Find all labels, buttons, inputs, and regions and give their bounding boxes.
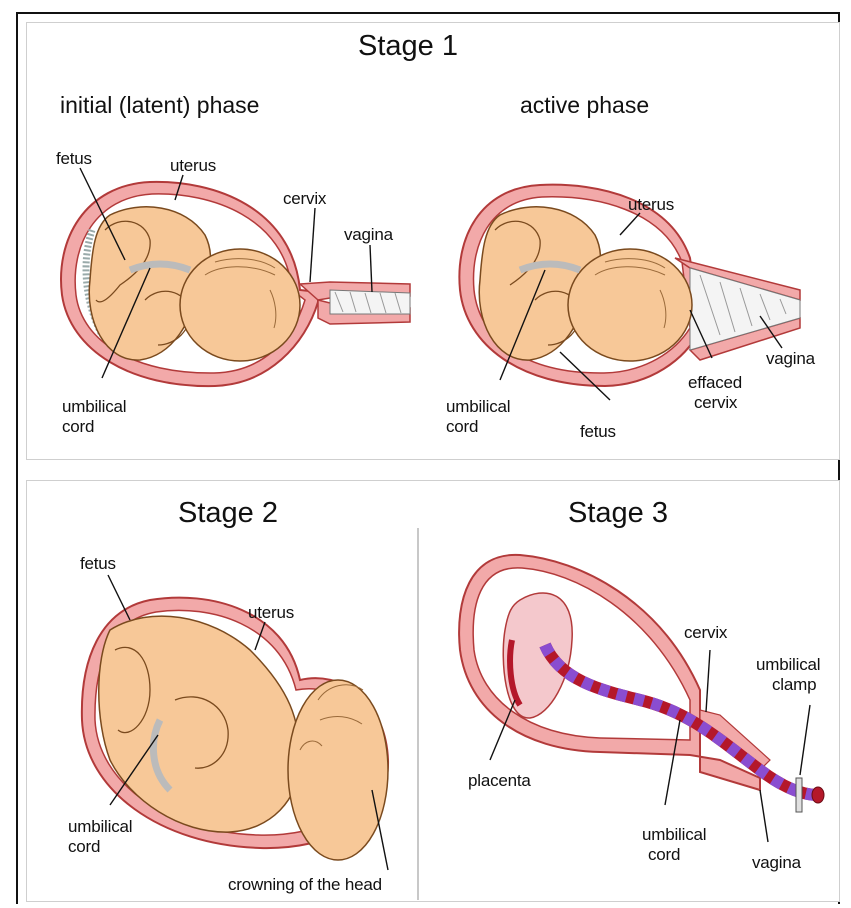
stage3-vagina-label: vagina — [752, 854, 801, 872]
latent-vagina-label: vagina — [344, 226, 393, 244]
active-cord-label-2: cord — [446, 418, 478, 436]
stage3-clamp-label-1: umbilical — [756, 656, 820, 674]
active-effaced-label-2: cervix — [694, 394, 737, 412]
stage3-title: Stage 3 — [568, 497, 668, 530]
latent-phase-title: initial (latent) phase — [60, 92, 259, 119]
active-cord-label-1: umbilical — [446, 398, 510, 416]
stage3-cervix-label: cervix — [684, 624, 727, 642]
stage2-cord-label-2: cord — [68, 838, 100, 856]
stage1-title: Stage 1 — [358, 30, 458, 63]
stage3-cord-label-1: umbilical — [642, 826, 706, 844]
latent-cord-label-1: umbilical — [62, 398, 126, 416]
crowning-label: crowning of the head — [228, 876, 382, 894]
active-vagina-label: vagina — [766, 350, 815, 368]
stage2-uterus-label: uterus — [248, 604, 294, 622]
latent-phase-drawing — [61, 182, 410, 386]
latent-fetus-label: fetus — [56, 150, 92, 168]
latent-uterus-label: uterus — [170, 157, 216, 175]
stage2-title: Stage 2 — [178, 497, 278, 530]
active-uterus-label: uterus — [628, 196, 674, 214]
active-effaced-label-1: effaced — [688, 374, 742, 392]
stage3-cord-label-2: cord — [648, 846, 680, 864]
stage2-cord-label-1: umbilical — [68, 818, 132, 836]
active-phase-title: active phase — [520, 92, 649, 119]
latent-cord-label-2: cord — [62, 418, 94, 436]
umbilical-clamp-shape — [796, 778, 802, 812]
stage3-clamp-label-2: clamp — [772, 676, 816, 694]
latent-cervix-label: cervix — [283, 190, 326, 208]
active-fetus-label: fetus — [580, 423, 616, 441]
placenta-label: placenta — [468, 772, 531, 790]
stage2-fetus-label: fetus — [80, 555, 116, 573]
